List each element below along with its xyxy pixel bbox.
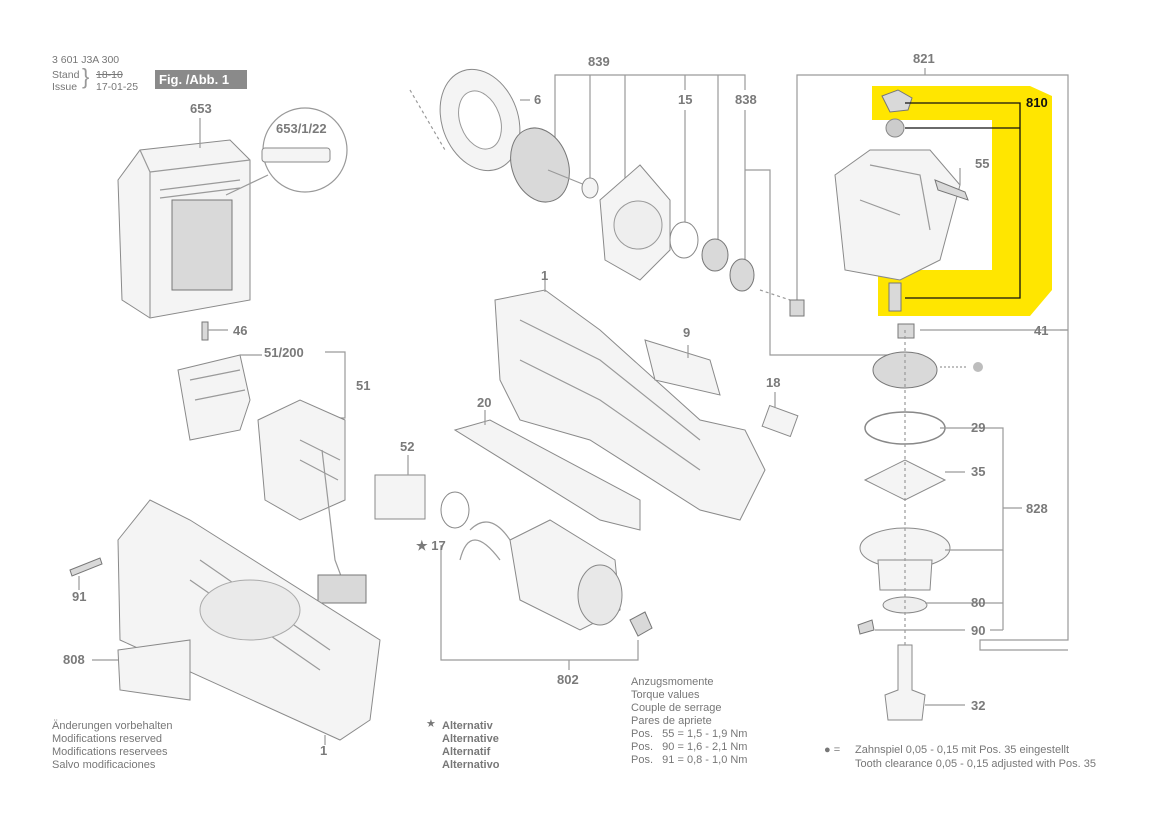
label-plate-808 — [117, 639, 191, 701]
battery-pack — [117, 139, 251, 319]
label-51-200: 51/200 — [264, 345, 304, 360]
label-838: 838 — [735, 92, 757, 107]
modifications-es: Salvo modificaciones — [52, 759, 156, 771]
cover-20 — [453, 419, 641, 531]
alternativ-star-icon: ★ — [426, 718, 436, 730]
label-653-1-22: 653/1/22 — [276, 121, 327, 136]
spindle-32 — [884, 644, 926, 721]
gear-head-housing — [834, 149, 961, 281]
label-6: 6 — [534, 92, 541, 107]
alternativ-note: Alternativ Alternative Alternatif Altern… — [442, 720, 499, 772]
armature-gear — [510, 127, 586, 203]
switch-holder — [177, 321, 251, 441]
washer — [581, 177, 599, 199]
issue-label: Issue — [52, 81, 78, 93]
new-date: 17-01-25 — [96, 81, 139, 93]
washer-80 — [882, 596, 928, 614]
label-1-top: 1 — [541, 268, 548, 283]
clearance-note-en: Tooth clearance 0,05 - 0,15 adjusted wit… — [855, 758, 1096, 770]
label-653: 653 — [190, 101, 212, 116]
screw-90 — [857, 619, 875, 635]
lock-button — [881, 89, 913, 113]
label-51: 51 — [356, 378, 370, 393]
pinion-838 — [729, 258, 755, 292]
label-808: 808 — [63, 652, 85, 667]
figure-label: Fig. /Abb. 1 — [155, 70, 247, 89]
label-91: 91 — [72, 589, 86, 604]
lock-pin — [888, 282, 902, 312]
spring — [885, 118, 905, 138]
label-802: 802 — [557, 672, 579, 687]
screw-91 — [69, 557, 103, 577]
label-90: 90 — [971, 623, 985, 638]
sleeve — [897, 323, 915, 339]
modifications-fr: Modifications reservees — [52, 746, 168, 758]
bushing-41 — [789, 299, 805, 317]
bevel-gear — [872, 351, 938, 389]
label-9: 9 — [683, 325, 690, 340]
fan-guard — [599, 164, 671, 281]
bearing — [701, 238, 729, 272]
label-839: 839 — [588, 54, 610, 69]
bushing-17 — [440, 491, 470, 529]
old-date: 18-10 — [96, 69, 123, 81]
modifications-note: Änderungen vorbehalten Modifications res… — [52, 720, 172, 772]
torque-title-fr: Couple de serrage — [631, 702, 722, 714]
modifications-de: Änderungen vorbehalten — [52, 720, 173, 732]
alternativ-fr: Alternatif — [442, 746, 491, 758]
label-plate — [261, 147, 331, 163]
clearance-symbol: ● = — [824, 744, 841, 756]
label-29: 29 — [971, 420, 985, 435]
ring-15 — [669, 221, 699, 259]
label-17: ★ 17 — [416, 538, 446, 553]
torque-row-55: Pos. 55 = 1,5 - 1,9 Nm — [631, 728, 748, 740]
label-810: 810 — [1026, 95, 1048, 110]
main-housing — [494, 289, 766, 521]
label-18: 18 — [766, 375, 780, 390]
alternativ-en: Alternative — [442, 733, 499, 745]
label-15: 15 — [678, 92, 692, 107]
alternativ-es: Alternativo — [442, 759, 500, 771]
screw-55 — [934, 179, 969, 201]
fan-6 — [439, 68, 521, 172]
label-32: 32 — [971, 698, 985, 713]
torque-row-91: Pos. 91 = 0,8 - 1,0 Nm — [631, 754, 748, 766]
label-1-bottom: 1 — [320, 743, 327, 758]
brace-icon: } — [82, 64, 90, 89]
switch-module — [257, 399, 367, 604]
label-41: 41 — [1034, 323, 1048, 338]
label-20: 20 — [477, 395, 491, 410]
label-35: 35 — [971, 464, 985, 479]
label-828: 828 — [1026, 501, 1048, 516]
document-number: 3 601 J3A 300 — [52, 54, 120, 66]
clearance-note-de: Zahnspiel 0,05 - 0,15 mit Pos. 35 einges… — [855, 744, 1070, 756]
torque-row-90: Pos. 90 = 1,6 - 2,1 Nm — [631, 741, 748, 753]
label-55: 55 — [975, 156, 989, 171]
label-80: 80 — [971, 595, 985, 610]
label-46: 46 — [233, 323, 247, 338]
clearance-dot — [973, 362, 983, 372]
nut — [629, 611, 653, 637]
highlight-810 — [872, 86, 1052, 316]
label-52: 52 — [400, 439, 414, 454]
torque-title-de: Anzugsmomente — [631, 676, 714, 688]
alternativ-de: Alternativ — [442, 720, 493, 732]
housing-half — [117, 499, 381, 741]
modifications-en: Modifications reserved — [52, 733, 163, 745]
label-821: 821 — [913, 51, 935, 66]
stand-label: Stand — [52, 69, 80, 81]
brush-block — [374, 474, 426, 520]
part-18 — [761, 404, 799, 438]
torque-title-en: Torque values — [631, 689, 700, 701]
motor-802 — [459, 519, 623, 631]
torque-title-es: Pares de apriete — [631, 715, 712, 727]
torque-values: Anzugsmomente Torque values Couple de se… — [631, 676, 747, 767]
